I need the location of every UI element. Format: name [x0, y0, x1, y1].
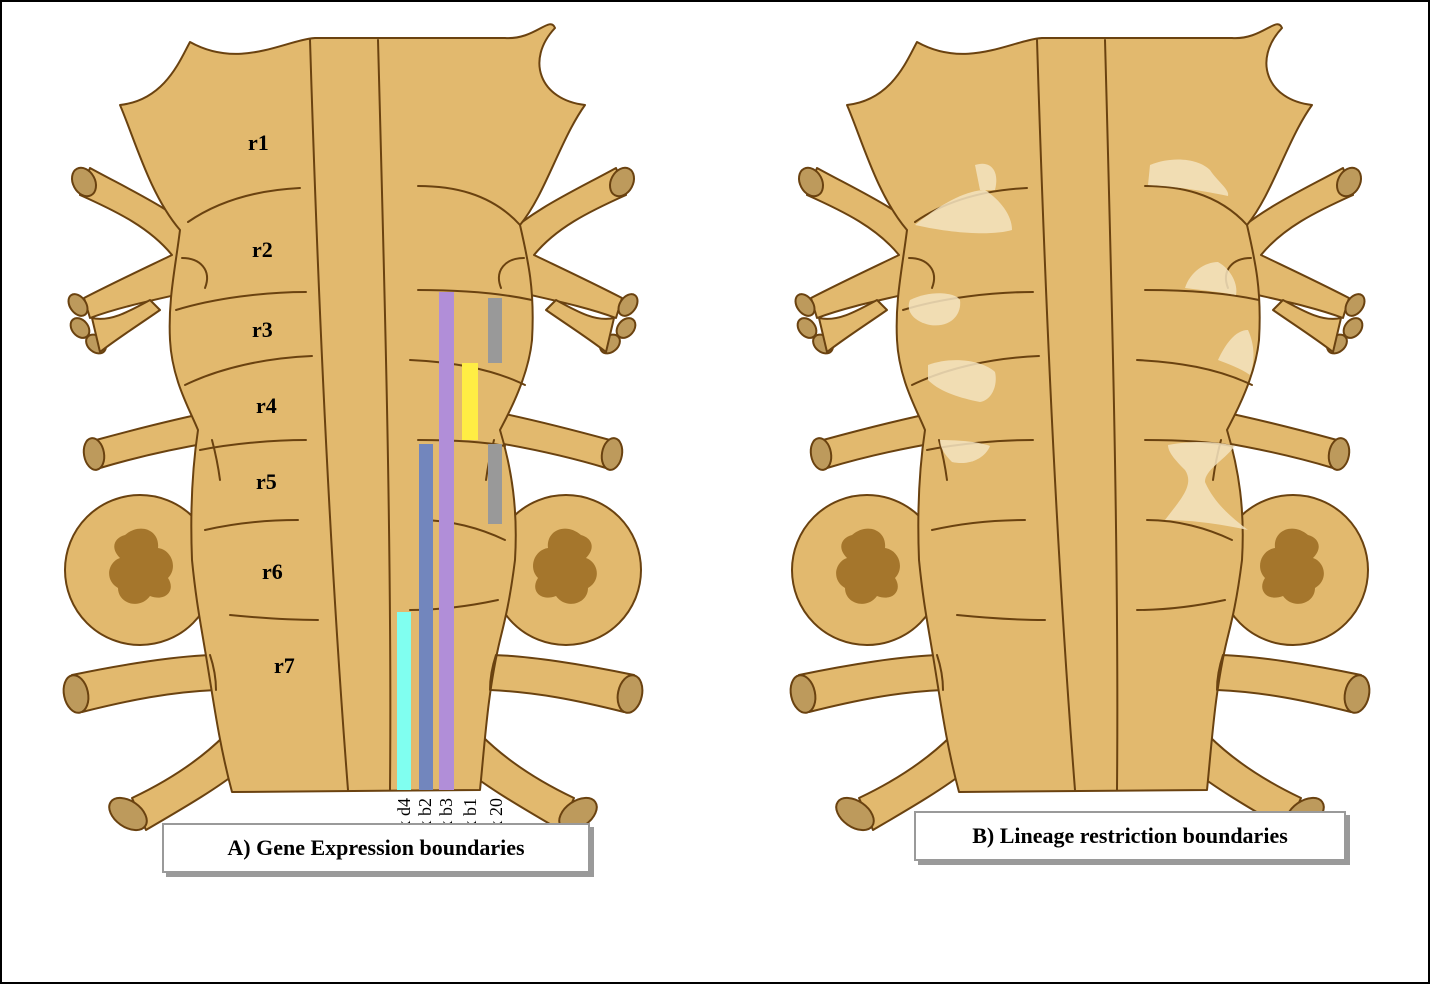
- gene-bar-krox-20: [488, 298, 502, 363]
- rhombomere-label: r4: [256, 393, 277, 418]
- rhombomere-label: r5: [256, 469, 277, 494]
- rhombomere-label: r2: [252, 237, 273, 262]
- panel-a-embryo: [60, 24, 645, 836]
- rhombomere-label: r1: [248, 130, 269, 155]
- rhombomere-label: r3: [252, 317, 273, 342]
- gene-bar-hox-b3: [439, 292, 454, 790]
- gene-bar-hox-d4: [397, 612, 411, 790]
- caption-gene-expression: A) Gene Expression boundaries: [162, 823, 590, 873]
- gene-bar-hox-b1: [462, 363, 478, 440]
- gene-bar-krox-20: [488, 444, 502, 524]
- caption-lineage-restriction: B) Lineage restriction boundaries: [914, 811, 1346, 861]
- rhombomere-label: r7: [274, 653, 295, 678]
- rhombomere-label: r6: [262, 559, 283, 584]
- gene-bar-hox-b2: [419, 444, 433, 790]
- panel-b-embryo: [787, 24, 1372, 836]
